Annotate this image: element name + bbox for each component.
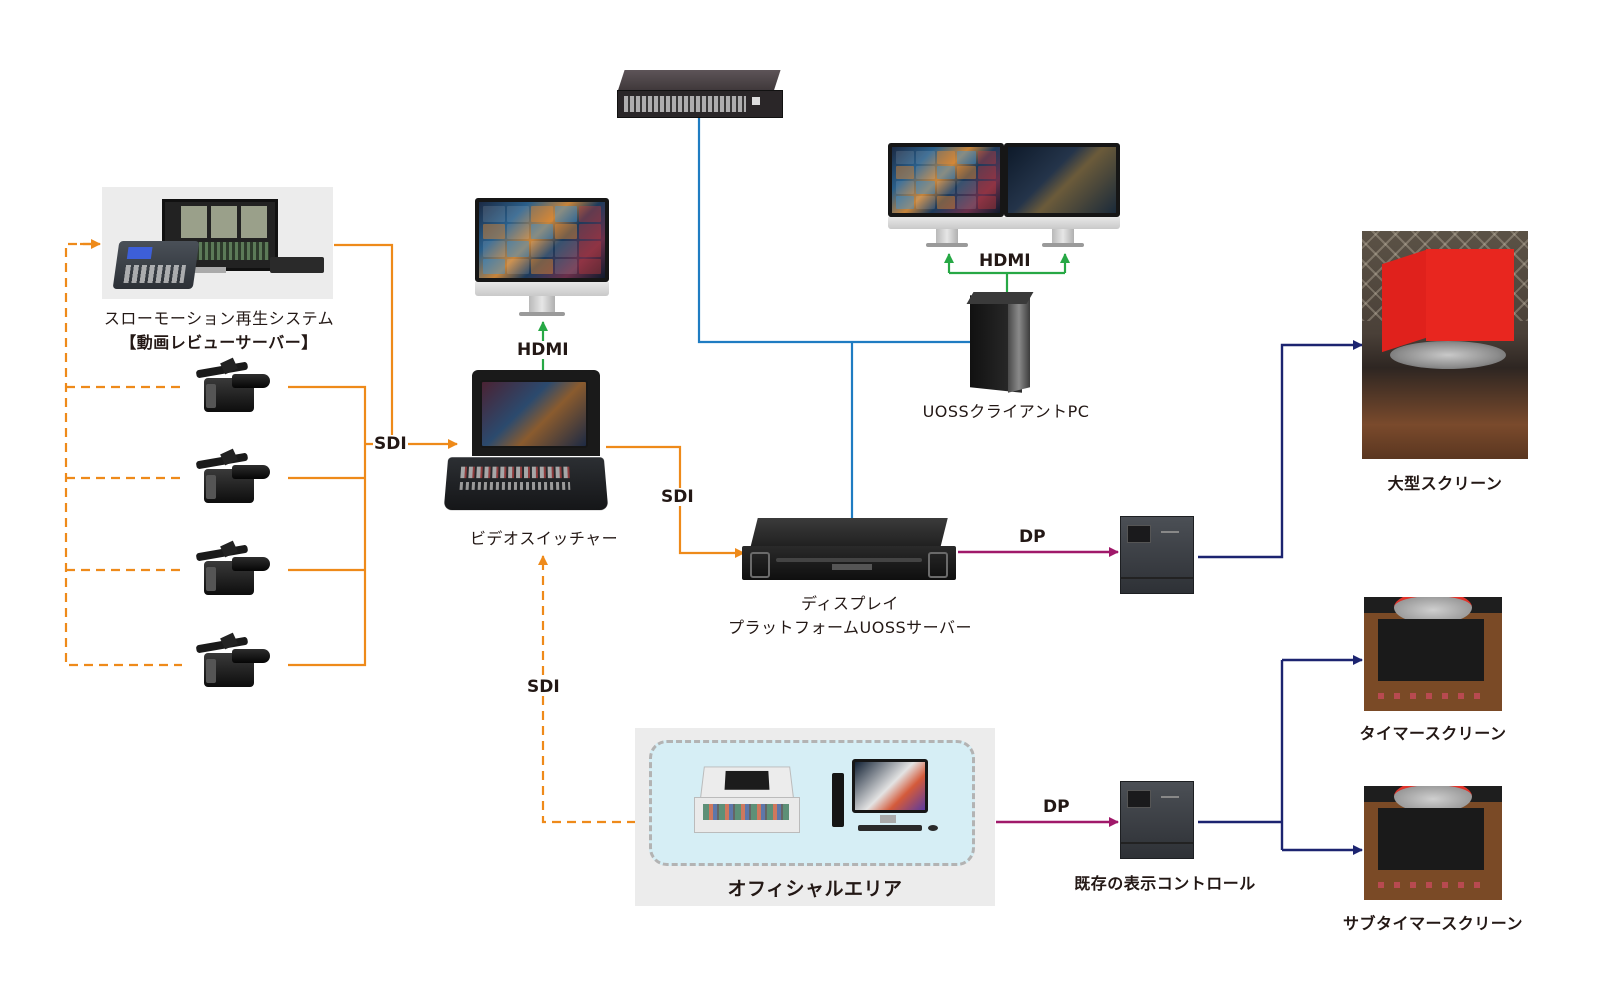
switcher-preview-monitor bbox=[475, 198, 609, 320]
slow-motion-system-label-1: スローモーション再生システム bbox=[103, 309, 335, 328]
official-area-inner-zone bbox=[649, 740, 975, 866]
official-area-label: オフィシャルエリア bbox=[727, 878, 903, 900]
video-switcher bbox=[443, 370, 609, 512]
sub-timer-screen-photo bbox=[1364, 786, 1502, 900]
dp-label-server: DP bbox=[1018, 527, 1047, 547]
timing-console bbox=[694, 765, 800, 835]
wire-existing-to-timers bbox=[1198, 660, 1284, 850]
wire-ethernet bbox=[697, 118, 976, 522]
slow-motion-replay-system bbox=[102, 187, 333, 299]
wire-slowmo-sdi bbox=[334, 243, 394, 444]
hdmi-label-client: HDMI bbox=[978, 251, 1032, 271]
hdmi-label-switcher: HDMI bbox=[516, 340, 570, 360]
large-screen-label: 大型スクリーン bbox=[1387, 474, 1503, 493]
display-server-label-2: プラットフォームUOSSサーバー bbox=[728, 618, 972, 637]
display-platform-server bbox=[742, 518, 956, 582]
dp-label-official: DP bbox=[1042, 797, 1071, 817]
existing-controller-label: 既存の表示コントロール bbox=[1074, 874, 1256, 893]
client-monitors bbox=[888, 143, 1120, 253]
camera-2 bbox=[192, 448, 270, 507]
sdi-label-official: SDI bbox=[526, 677, 561, 697]
wire-controller-to-large-screen bbox=[1198, 340, 1363, 559]
camera-3 bbox=[192, 540, 270, 599]
sdi-label-switcher-server: SDI bbox=[660, 487, 695, 507]
wire-client-hdmi bbox=[949, 271, 1065, 292]
timer-screen-photo bbox=[1364, 597, 1502, 711]
sub-timer-screen-label: サブタイマースクリーン bbox=[1343, 914, 1523, 933]
client-pc-tower bbox=[966, 292, 1036, 393]
large-screen-photo bbox=[1362, 231, 1528, 459]
wire-cameras-sdi-bus bbox=[288, 385, 367, 667]
official-area: オフィシャルエリア bbox=[635, 728, 995, 906]
camera-4 bbox=[192, 632, 270, 691]
timer-screen-label: タイマースクリーン bbox=[1359, 724, 1507, 743]
display-server-label-1: ディスプレイ bbox=[801, 594, 899, 613]
video-switcher-label: ビデオスイッチャー bbox=[469, 529, 619, 548]
wire-official-sdi-dashed bbox=[541, 568, 636, 824]
camera-1 bbox=[192, 357, 270, 416]
slow-motion-system-label-2: 【動画レビューサーバー】 bbox=[120, 333, 318, 352]
existing-display-controller bbox=[1120, 781, 1194, 859]
official-pc bbox=[832, 759, 942, 839]
network-switch bbox=[617, 70, 783, 118]
client-pc-label: UOSSクライアントPC bbox=[922, 402, 1090, 421]
display-controller-main bbox=[1120, 516, 1194, 594]
sdi-label-cameras: SDI bbox=[373, 434, 408, 454]
